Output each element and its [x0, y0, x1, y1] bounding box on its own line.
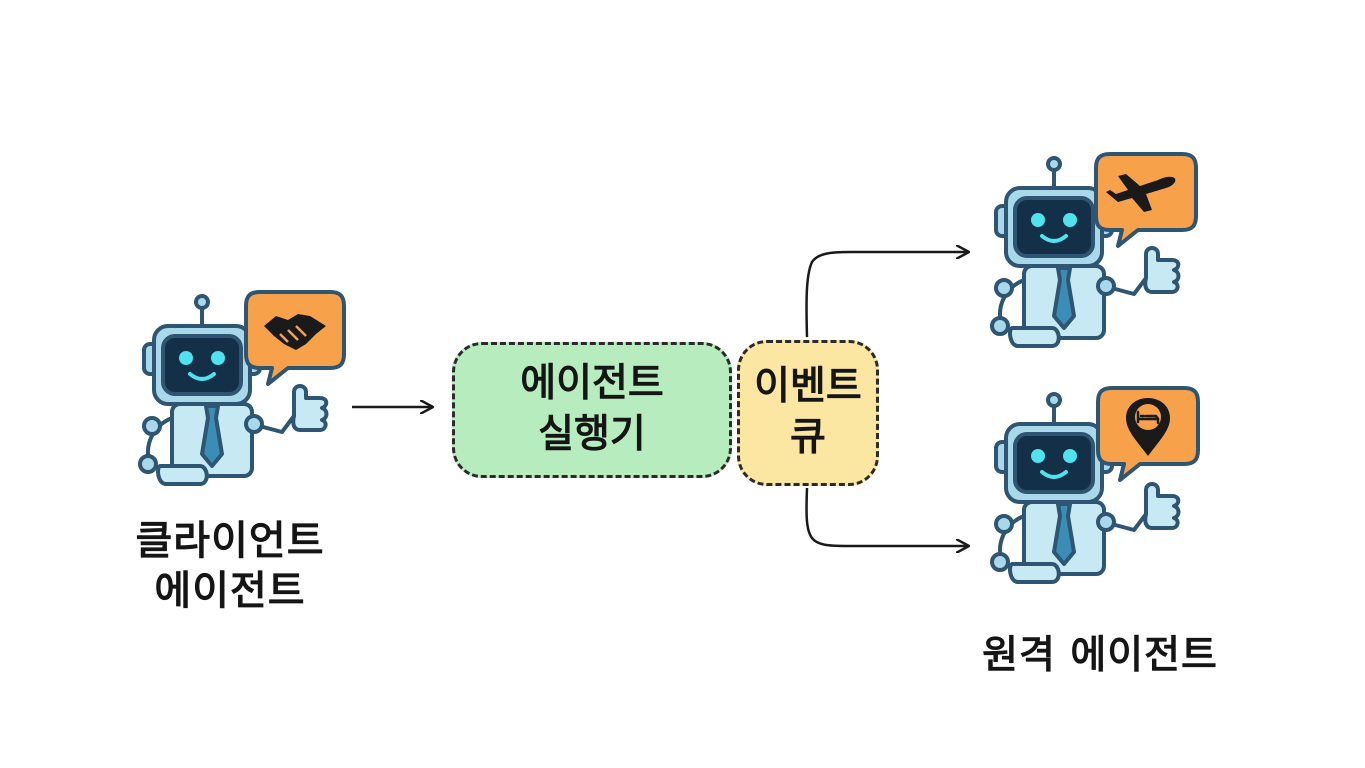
event-queue-line1: 이벤트 [754, 364, 862, 410]
airplane-icon [1094, 152, 1198, 248]
hotel-location-icon [1096, 386, 1200, 482]
agent-executor-line1: 에이전트 [520, 361, 664, 407]
agent-executor-box: 에이전트 실행기 [452, 342, 732, 478]
remote-agent-robot-top [986, 150, 1206, 360]
client-agent-label: 클라이언트 에이전트 [110, 516, 350, 616]
event-queue-box: 이벤트 큐 [737, 340, 879, 486]
arrow-queue-to-bottom-remote [805, 487, 968, 546]
arrow-queue-to-top-remote [805, 252, 968, 338]
remote-agent-label: 원격 에이전트 [982, 633, 1218, 678]
client-agent-robot [130, 288, 350, 498]
event-queue-line2: 큐 [790, 415, 826, 460]
agent-executor-line2: 실행기 [538, 412, 646, 457]
remote-agent-robot-bottom [986, 386, 1206, 596]
client-agent-label-line1: 클라이언트 [135, 518, 325, 564]
client-agent-label-line2: 에이전트 [154, 568, 306, 614]
handshake-icon [244, 290, 346, 386]
